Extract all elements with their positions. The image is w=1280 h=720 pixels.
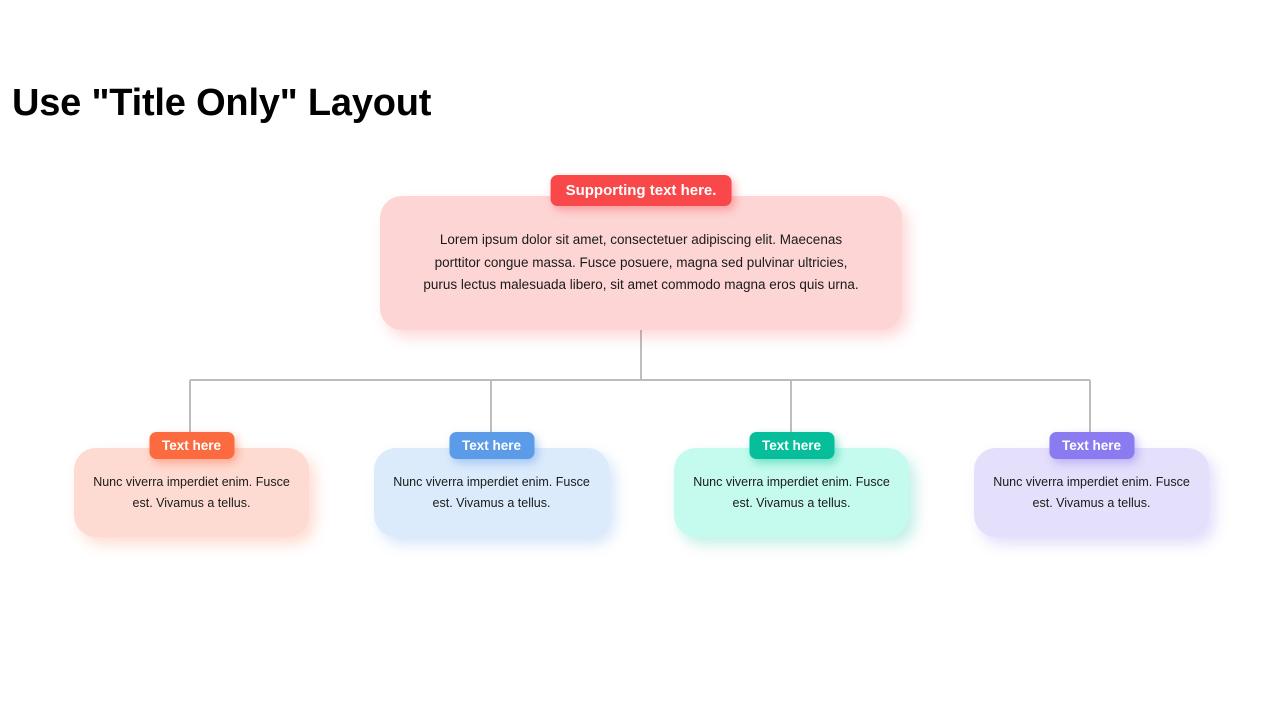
node-child-4-pill[interactable]: Text here xyxy=(1048,432,1135,459)
node-child-2-body-text: Nunc viverra imperdiet enim. Fusce est. … xyxy=(393,475,590,510)
node-child-2-card[interactable]: Nunc viverra imperdiet enim. Fusce est. … xyxy=(374,448,609,537)
node-child-4[interactable]: Nunc viverra imperdiet enim. Fusce est. … xyxy=(974,432,1209,537)
node-child-1-pill[interactable]: Text here xyxy=(148,432,235,459)
node-root-pill[interactable]: Supporting text here. xyxy=(550,175,732,206)
node-child-2-pill[interactable]: Text here xyxy=(448,432,535,459)
node-child-1[interactable]: Nunc viverra imperdiet enim. Fusce est. … xyxy=(74,432,309,537)
node-child-4-body-text: Nunc viverra imperdiet enim. Fusce est. … xyxy=(993,475,1190,510)
node-child-2[interactable]: Nunc viverra imperdiet enim. Fusce est. … xyxy=(374,432,609,537)
node-child-1-body-text: Nunc viverra imperdiet enim. Fusce est. … xyxy=(93,475,290,510)
node-root[interactable]: Lorem ipsum dolor sit amet, consectetuer… xyxy=(380,175,902,330)
node-root-body-text: Lorem ipsum dolor sit amet, consectetuer… xyxy=(423,231,859,293)
page-title: Use "Title Only" Layout xyxy=(12,82,432,125)
node-child-4-card[interactable]: Nunc viverra imperdiet enim. Fusce est. … xyxy=(974,448,1209,537)
node-child-3[interactable]: Nunc viverra imperdiet enim. Fusce est. … xyxy=(674,432,909,537)
node-child-3-pill[interactable]: Text here xyxy=(748,432,835,459)
node-root-card[interactable]: Lorem ipsum dolor sit amet, consectetuer… xyxy=(380,196,902,330)
node-child-3-card[interactable]: Nunc viverra imperdiet enim. Fusce est. … xyxy=(674,448,909,537)
node-child-1-card[interactable]: Nunc viverra imperdiet enim. Fusce est. … xyxy=(74,448,309,537)
node-child-3-body-text: Nunc viverra imperdiet enim. Fusce est. … xyxy=(693,475,890,510)
